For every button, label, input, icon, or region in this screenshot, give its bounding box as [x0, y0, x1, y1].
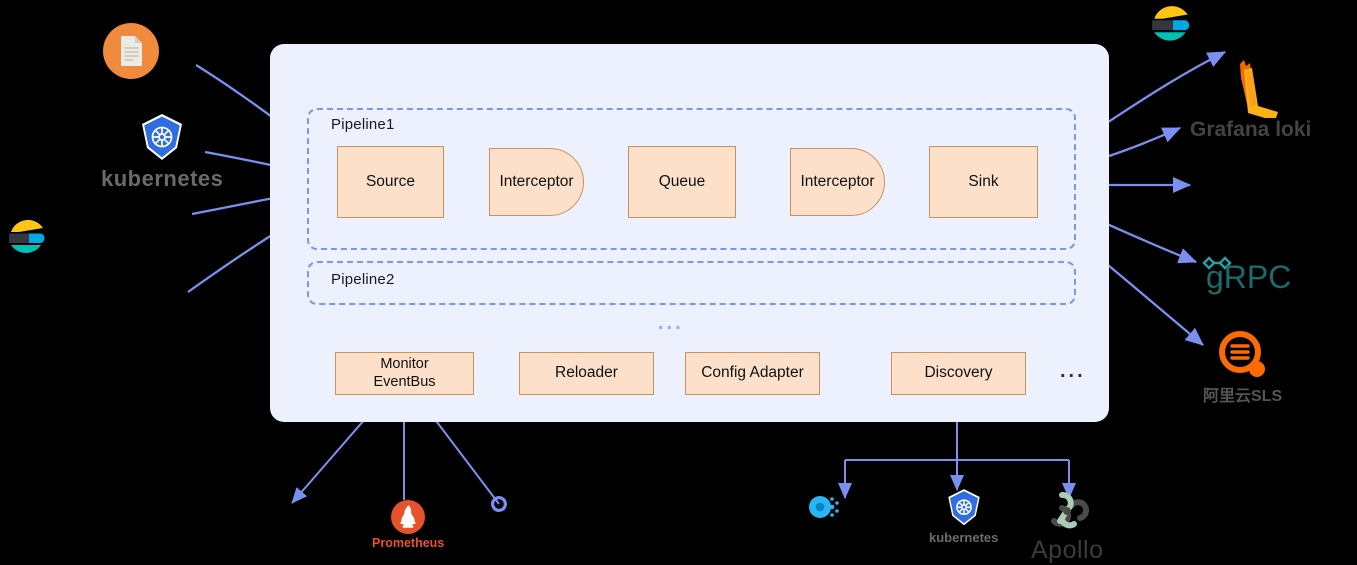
monitor-eventbus-label-line2: EventBus [373, 373, 436, 390]
node-source[interactable]: Source [337, 146, 444, 218]
elasticsearch-sink-logo [1148, 2, 1196, 50]
node-interceptor-2[interactable]: Interceptor [790, 148, 885, 216]
kubernetes-discovery-caption: kubernetes [929, 530, 999, 545]
pipeline-2-container: Pipeline2 [307, 261, 1076, 305]
prometheus-logo: Prometheus [372, 498, 444, 550]
aliyun-sls-icon [1218, 331, 1265, 377]
grpc-icon: gRPC [1202, 256, 1291, 295]
apollo-logo: Apollo [1031, 486, 1104, 565]
node-reloader[interactable]: Reloader [519, 352, 654, 395]
kubernetes-discovery-logo: kubernetes [929, 486, 998, 545]
pipeline-1-container: Pipeline1 [307, 108, 1076, 250]
node-queue[interactable]: Queue [628, 146, 736, 218]
svg-text:gRPC: gRPC [1206, 259, 1291, 295]
kubernetes-source-caption: kubernetes [101, 166, 224, 191]
monitor-eventbus-label-line1: Monitor [380, 355, 429, 372]
pipeline-1-label: Pipeline1 [331, 116, 395, 133]
kubernetes-source-logo: kubernetes [101, 110, 223, 192]
apollo-icon [1051, 492, 1090, 529]
grafana-loki-icon [1239, 60, 1278, 118]
node-sink[interactable]: Sink [929, 146, 1038, 218]
aliyun-sls-sink-logo: 阿里云SLS [1203, 330, 1282, 406]
node-reloader-label: Reloader [555, 364, 618, 382]
node-interceptor-1-label: Interceptor [499, 172, 574, 190]
apollo-caption: Apollo [1031, 536, 1104, 564]
kubernetes-icon [142, 114, 183, 160]
grafana-loki-sink-logo: Grafana loki [1190, 58, 1311, 142]
elasticsearch-source-logo [5, 216, 51, 262]
elasticsearch-icon [9, 219, 45, 254]
node-queue-label: Queue [658, 172, 706, 190]
node-sink-label: Sink [968, 172, 999, 190]
aliyun-sls-caption: 阿里云SLS [1203, 388, 1283, 405]
prometheus-caption: Prometheus [372, 536, 445, 550]
file-source-logo [103, 23, 159, 79]
services-ellipsis: ... [1060, 360, 1086, 382]
node-monitor-eventbus[interactable]: Monitor EventBus [335, 352, 474, 395]
consul-icon [809, 496, 839, 518]
pipeline-2-label: Pipeline2 [331, 271, 395, 288]
node-discovery-label: Discovery [924, 364, 993, 382]
pipeline-ellipsis: ... [658, 312, 684, 334]
node-config-adapter[interactable]: Config Adapter [685, 352, 820, 395]
node-interceptor-2-label: Interceptor [800, 172, 875, 190]
elasticsearch-icon [1152, 6, 1190, 41]
consul-logo [806, 490, 840, 524]
prometheus-icon [391, 500, 426, 534]
node-config-adapter-label: Config Adapter [701, 364, 804, 382]
kubernetes-icon [947, 489, 980, 526]
grafana-loki-caption: Grafana loki [1190, 118, 1312, 141]
file-icon [103, 23, 159, 79]
node-source-label: Source [365, 172, 416, 190]
node-discovery[interactable]: Discovery [891, 352, 1026, 395]
grpc-sink-logo: gRPC [1200, 250, 1310, 296]
node-interceptor-1[interactable]: Interceptor [489, 148, 584, 216]
